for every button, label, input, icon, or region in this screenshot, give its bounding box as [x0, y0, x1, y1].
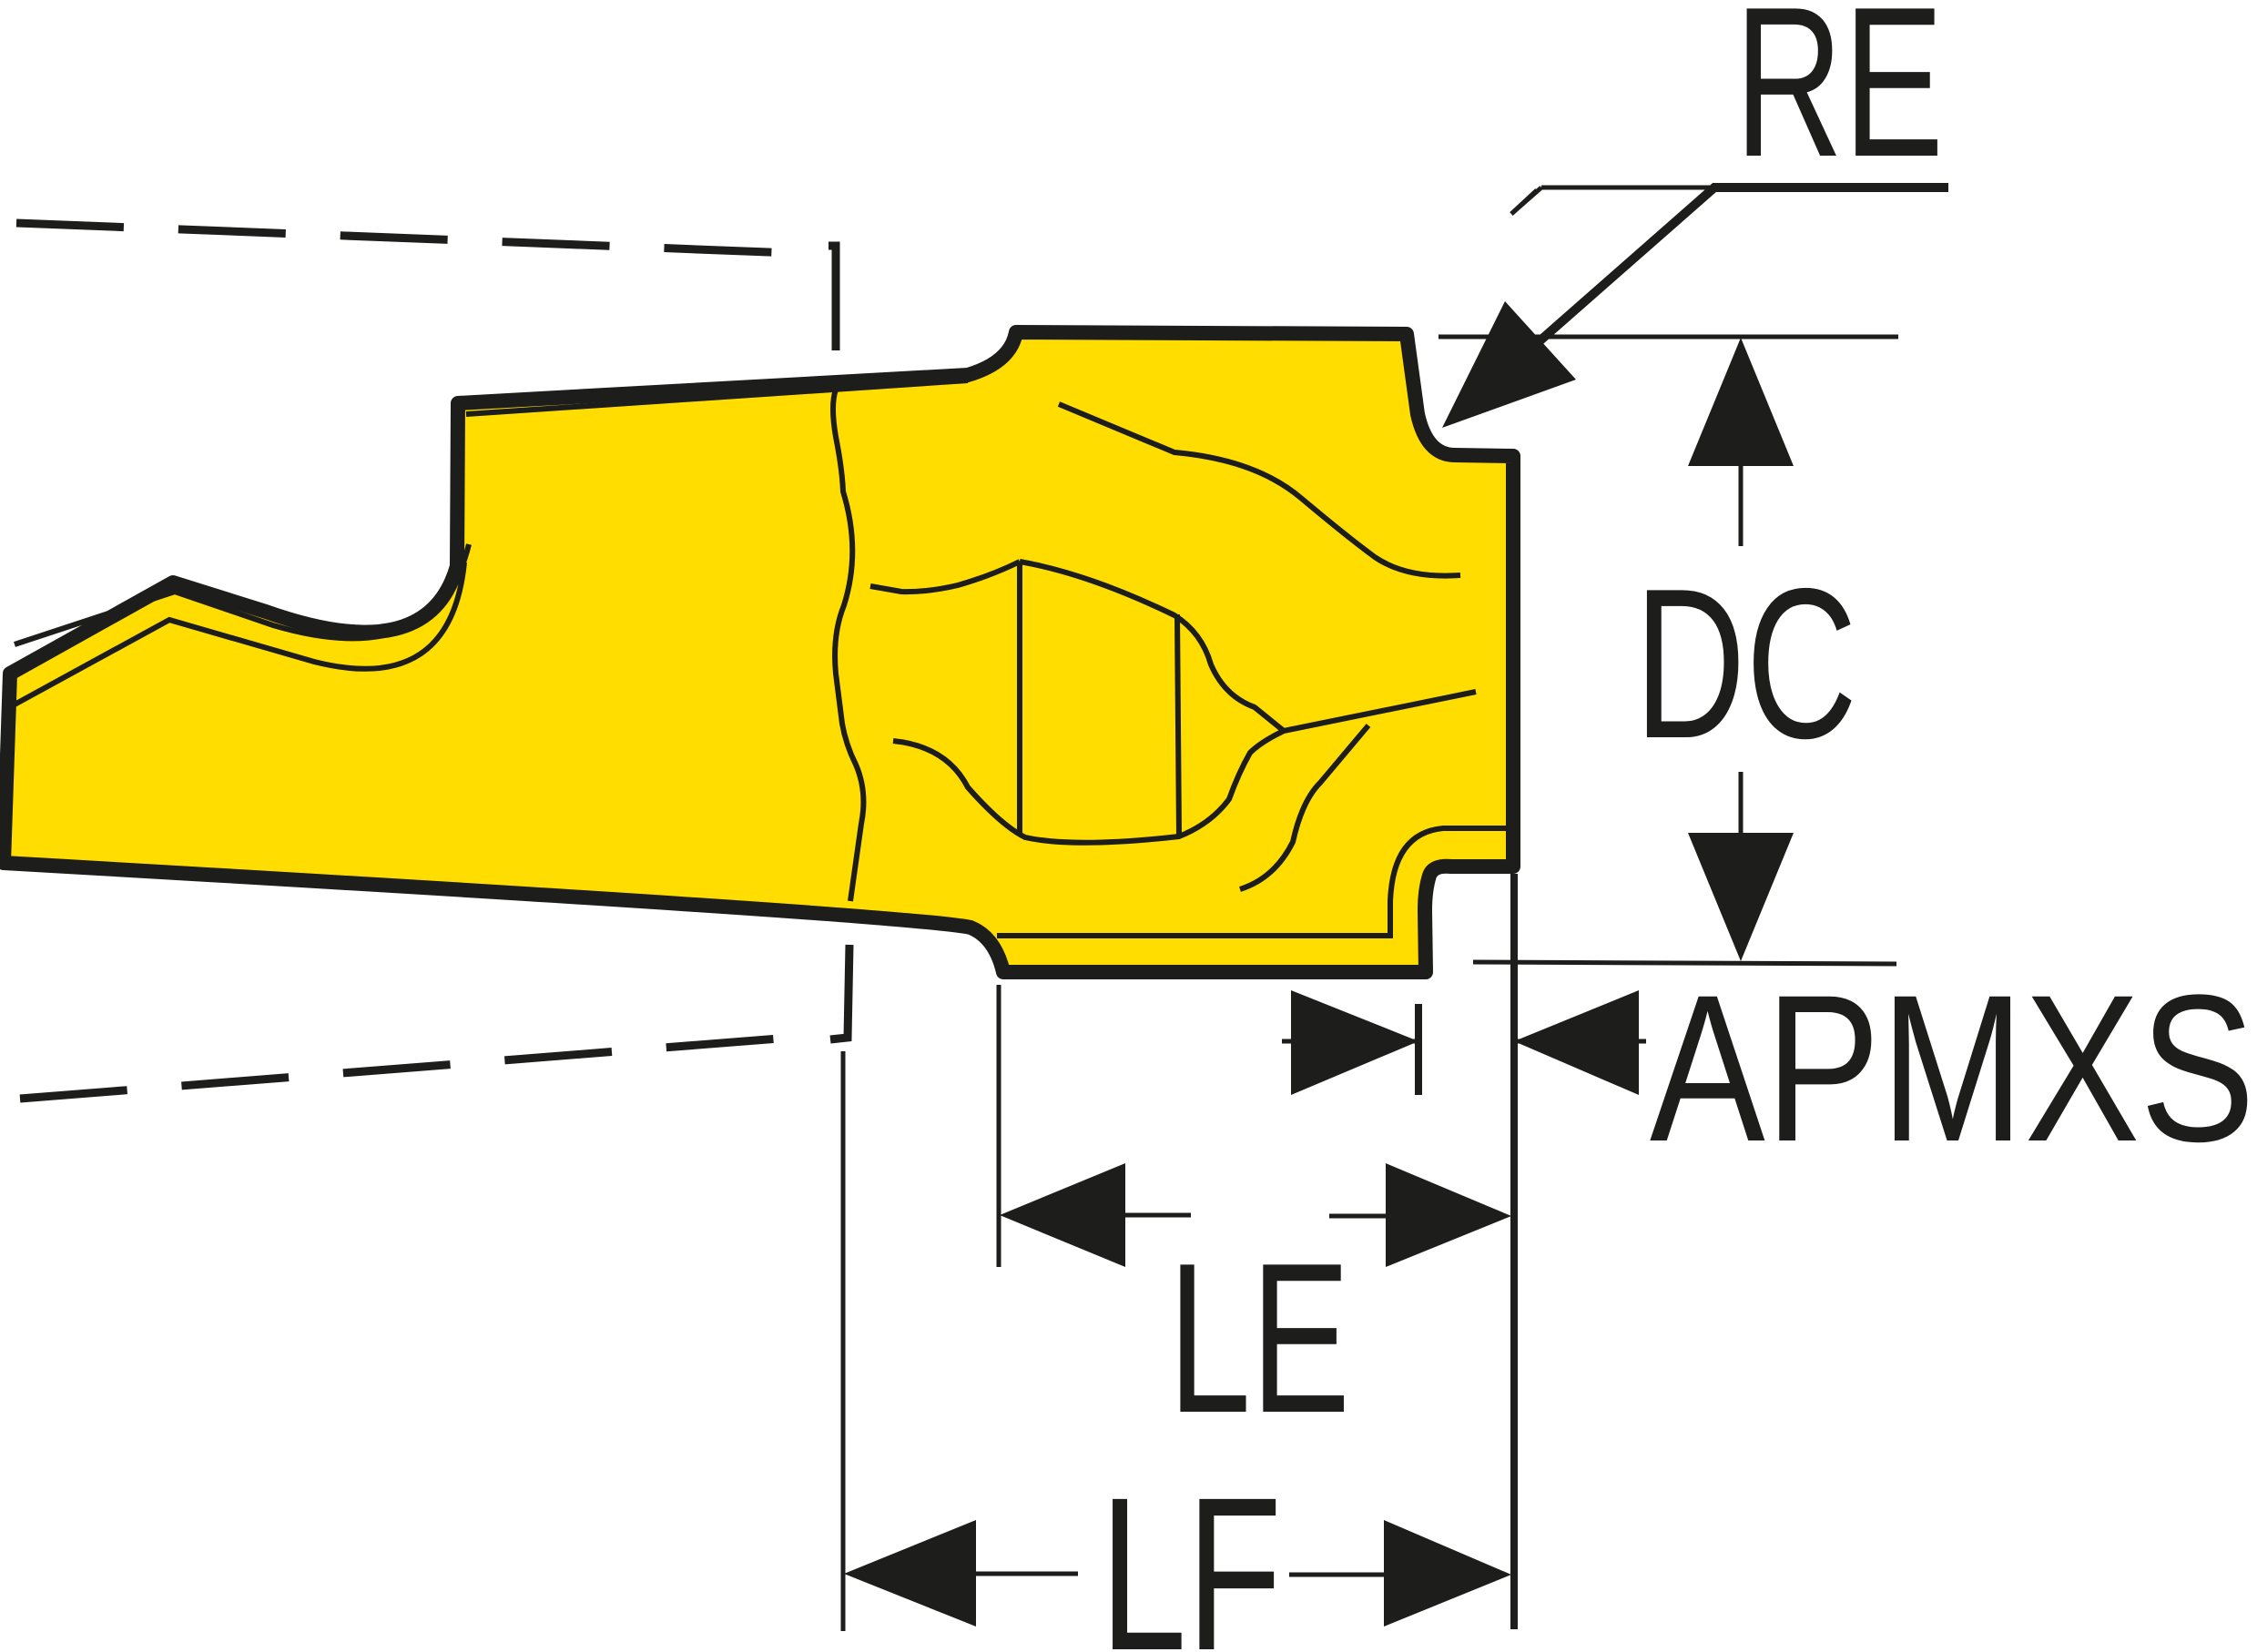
re-leader-polyline — [1530, 183, 1948, 350]
holder-outline-dashed — [15, 218, 793, 1103]
holder-bottom-break-line — [829, 944, 854, 1044]
re-arrowhead — [1442, 301, 1576, 428]
left-groove-lower-line — [13, 562, 467, 707]
insert-detail-lines — [13, 378, 1507, 938]
lf-label: LF — [1100, 1452, 1282, 1652]
cutting-insert — [0, 325, 1520, 979]
le-right-arrowhead — [1386, 1163, 1511, 1267]
insert-body — [0, 325, 1520, 979]
rake-line-2 — [869, 559, 1022, 595]
dc-upper-arrowhead — [1688, 338, 1794, 466]
apmxs-right-arrowhead — [1514, 990, 1639, 1095]
chip-breaker-right-wall — [1174, 613, 1182, 837]
re-label: RE — [1734, 0, 1944, 201]
holder-top-dashed-line — [15, 218, 793, 258]
flank-inner-line — [997, 826, 1507, 938]
le-label: LE — [1168, 1218, 1350, 1457]
dc-lower-arrowhead — [1688, 833, 1794, 961]
le-left-arrowhead — [1000, 1163, 1125, 1267]
re-leader — [1530, 183, 1948, 350]
apmxs-left-arrowhead — [1291, 990, 1418, 1095]
left-groove-upper-line — [14, 543, 472, 647]
holder-bottom-dashed-line — [19, 1033, 791, 1103]
holder-break-lines — [829, 241, 854, 1044]
dc-label: DC — [1634, 543, 1857, 783]
holder-top-break-line — [829, 241, 840, 350]
dc-bottom-reference-line — [1472, 959, 1897, 967]
rake-line-1 — [1057, 401, 1461, 579]
dimension-ticks — [1415, 874, 1518, 1629]
re-leader-diagonal-2 — [1510, 188, 1539, 216]
lf-right-arrowhead — [1384, 1520, 1511, 1627]
apmxs-label: APMXS — [1650, 951, 2255, 1185]
chip-breaker-lower-curve — [892, 728, 1286, 846]
lf-left-arrowhead — [844, 1520, 976, 1627]
arrowheads — [844, 301, 1794, 1627]
top-face-inner-line — [465, 378, 969, 417]
chip-breaker-outline — [1019, 559, 1477, 735]
holder-seam-line — [830, 389, 867, 902]
chip-breaker-diagonal — [1239, 724, 1371, 892]
